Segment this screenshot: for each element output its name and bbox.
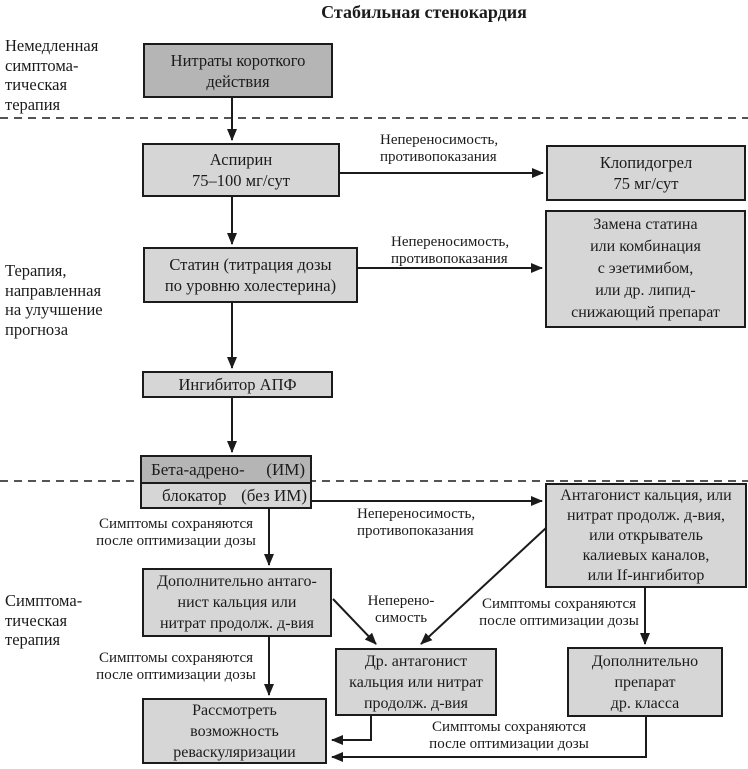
box-calcium-antagonist: Антагонист кальция, или нитрат продолж. … bbox=[545, 483, 747, 588]
box-beta-blocker-bottom-half: блокатор (без ИМ) bbox=[142, 484, 310, 507]
box-aspirin: Аспирин 75–100 мг/сут bbox=[142, 143, 340, 197]
beta-blocker-word-top: Бета-адрено- bbox=[151, 459, 245, 479]
box-beta-blocker-top-half: Бета-адрено- (ИМ) bbox=[142, 457, 310, 484]
arrow-calcium-antagonist-other-calcium bbox=[420, 527, 547, 645]
box-ace-inhibitor: Ингибитор АПФ bbox=[142, 371, 333, 398]
box-short-acting-nitrates: Нитраты короткого действия bbox=[143, 43, 333, 98]
edge-label-intolerance-statin: Непереносимость, противопоказания bbox=[391, 234, 510, 267]
box-statin-alternative: Замена статина или комбинация с эзетимиб… bbox=[545, 210, 746, 328]
section-label-immediate-therapy: Немедленная симптома- тическая терапия bbox=[5, 36, 99, 114]
edge-label-symptoms-after-add: Симптомы сохраняются после оптимизации д… bbox=[96, 650, 256, 683]
beta-blocker-no-mi-tag: (без ИМ) bbox=[241, 485, 307, 505]
beta-blocker-word-bottom: блокатор bbox=[162, 485, 227, 505]
edge-label-intolerance-beta: Непереносимость, противопоказания bbox=[357, 506, 476, 539]
edge-label-symptoms-after-calcium: Симптомы сохраняются после оптимизации д… bbox=[479, 596, 639, 629]
box-add-calcium-antagonist: Дополнительно антаго- нист кальция или н… bbox=[142, 568, 332, 637]
box-other-class-drug: Дополнительно препарат др. класса bbox=[567, 647, 723, 717]
edge-label-symptoms-bottom: Симптомы сохраняются после оптимизации д… bbox=[429, 719, 589, 752]
beta-blocker-mi-tag: (ИМ) bbox=[266, 459, 305, 479]
edge-label-symptoms-after-beta: Симптомы сохраняются после оптимизации д… bbox=[96, 516, 256, 549]
section-label-symptomatic-therapy: Симптома- тическая терапия bbox=[5, 591, 83, 649]
box-consider-revascularization: Рассмотреть возможность реваскуляризации bbox=[142, 698, 327, 764]
box-clopidogrel: Клопидогрел 75 мг/сут bbox=[546, 145, 746, 201]
arrow-other-class-revascularization bbox=[331, 717, 647, 762]
edge-label-intolerance-aspirin: Непереносимость, противопоказания bbox=[380, 132, 499, 165]
arrow-other-calcium-revascularization bbox=[331, 716, 372, 745]
box-beta-blocker: Бета-адрено- (ИМ) блокатор (без ИМ) bbox=[140, 455, 312, 509]
box-other-calcium-antagonist: Др. антагонист кальция или нитрат продол… bbox=[335, 648, 497, 716]
edge-label-intolerance-short: Неперено- симость bbox=[367, 593, 435, 626]
arrow-add-calcium-other-calcium bbox=[332, 598, 377, 645]
diagram-title: Стабильная стенокардия bbox=[321, 2, 527, 22]
section-label-prognosis-therapy: Терапия, направленная на улучшение прогн… bbox=[5, 261, 103, 339]
box-statin: Статин (титрация дозы по уровню холестер… bbox=[143, 247, 358, 303]
